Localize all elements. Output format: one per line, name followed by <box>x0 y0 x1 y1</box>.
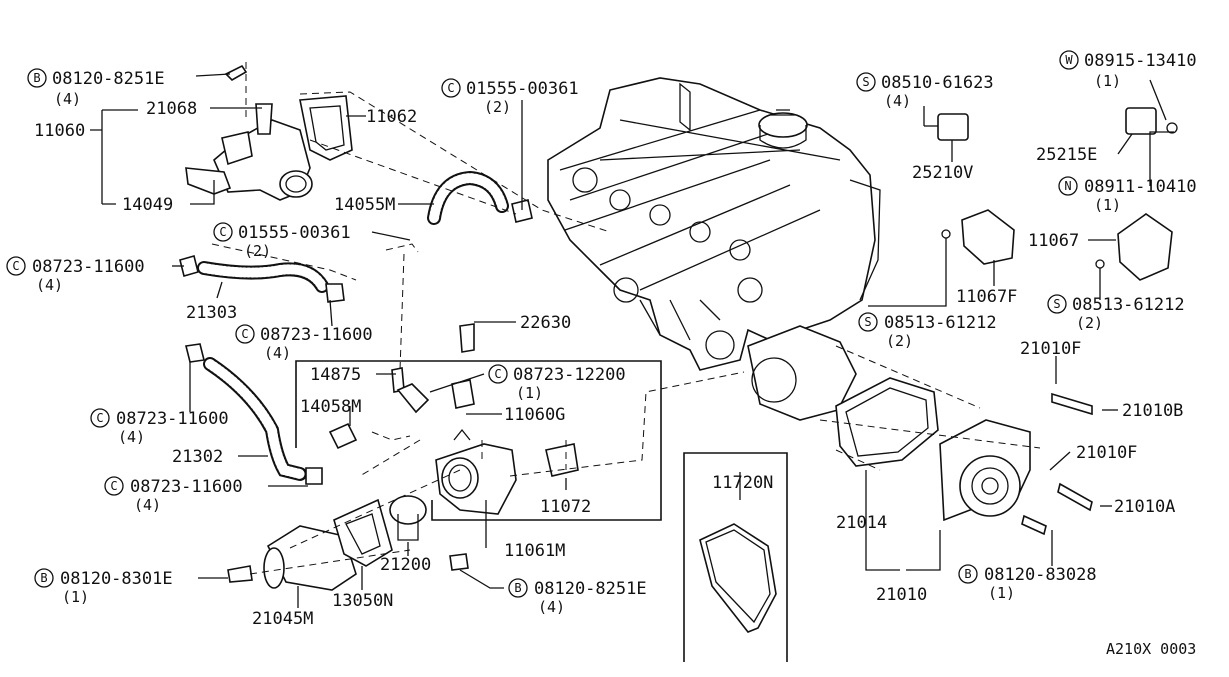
c6-prefix: C <box>447 81 454 95</box>
c29-part: 25210V <box>912 163 973 183</box>
water-pump-drawing <box>747 325 1093 536</box>
c8-part: 01555-00361 <box>238 223 351 243</box>
c11-part: 08723-11600 <box>260 325 373 345</box>
c18-part: 21302 <box>172 447 223 467</box>
c2-part: 21068 <box>146 99 197 119</box>
c14-part: 08723-12200 <box>513 365 626 385</box>
c9-part: 08723-11600 <box>32 257 145 277</box>
c19-part: 08723-11600 <box>130 477 243 497</box>
thermostat-housing-box <box>295 360 662 521</box>
c8-qty: (2) <box>244 242 271 260</box>
c1-part: 08120-8251E <box>52 69 165 89</box>
c16-part: 11060G <box>504 405 565 425</box>
c24-part: 13050N <box>332 591 393 611</box>
hose-21303-drawing <box>179 255 345 303</box>
c41-part: 21014 <box>836 513 887 533</box>
c11-qty: (4) <box>264 344 291 362</box>
c5-part: 14049 <box>122 195 173 215</box>
callout-labels: B 08120-8251E (4) 21068 11060 11062 1404… <box>12 51 1196 658</box>
c28-part: 08510-61623 <box>881 73 994 93</box>
sensor-11067f-drawing <box>941 209 1015 265</box>
c27-part: 11720N <box>712 473 773 493</box>
c4-part: 11062 <box>366 107 417 127</box>
c36-part: 08513-61212 <box>884 313 997 333</box>
sensor-25215e-drawing <box>1125 107 1178 135</box>
c12-part: 22630 <box>520 313 571 333</box>
c23-qty: (1) <box>62 588 89 606</box>
c1-qty: (4) <box>54 90 81 108</box>
c30-part: 08915-13410 <box>1084 51 1197 71</box>
sensor-11067-drawing <box>1095 213 1173 281</box>
c23-part: 08120-8301E <box>60 569 173 589</box>
c34-part: 11067F <box>956 287 1017 307</box>
c32-prefix: N <box>1064 179 1071 193</box>
c6-qty: (2) <box>484 98 511 116</box>
c7-part: 14055M <box>334 195 395 215</box>
c3-part: 11060 <box>34 121 85 141</box>
c43-prefix: B <box>964 567 971 581</box>
c35-part: 08513-61212 <box>1072 295 1185 315</box>
engine-cylinder-head-drawing <box>547 77 881 371</box>
c19-prefix: C <box>110 479 117 493</box>
c42-part: 21010 <box>876 585 927 605</box>
c26-prefix: B <box>514 581 521 595</box>
c17-prefix: C <box>96 411 103 425</box>
c40-part: 21010A <box>1114 497 1175 517</box>
sensor-25210v-drawing <box>924 113 969 141</box>
c25-part: 21045M <box>252 609 313 629</box>
c28-prefix: S <box>862 75 869 89</box>
c17-part: 08723-11600 <box>116 409 229 429</box>
c39-part: 21010F <box>1076 443 1137 463</box>
c6-part: 01555-00361 <box>466 79 579 99</box>
c1-prefix: B <box>33 71 40 85</box>
c9-prefix: C <box>12 259 19 273</box>
c17-qty: (4) <box>118 428 145 446</box>
c23-prefix: B <box>40 571 47 585</box>
c11-prefix: C <box>241 327 248 341</box>
c43-qty: (1) <box>988 584 1015 602</box>
c19-qty: (4) <box>134 496 161 514</box>
c38-part: 21010B <box>1122 401 1183 421</box>
c43-part: 08120-83028 <box>984 565 1097 585</box>
prefix-badges <box>6 50 1079 598</box>
c26-qty: (4) <box>538 598 565 616</box>
c8-prefix: C <box>219 225 226 239</box>
dashed-lines <box>211 62 1041 575</box>
c28-qty: (4) <box>884 92 911 110</box>
c35-prefix: S <box>1053 297 1060 311</box>
belt-box <box>683 452 788 662</box>
c22-part: 21200 <box>380 555 431 575</box>
c30-prefix: W <box>1065 53 1073 67</box>
c21-part: 11061M <box>504 541 565 561</box>
diagram-id: A210X 0003 <box>1106 640 1196 658</box>
thermostat-cover-drawing <box>227 495 469 591</box>
c32-qty: (1) <box>1094 196 1121 214</box>
c14-qty: (1) <box>516 384 543 402</box>
c9-qty: (4) <box>36 276 63 294</box>
c20-part: 11072 <box>540 497 591 517</box>
c15-part: 14058M <box>300 397 361 417</box>
c13-part: 14875 <box>310 365 361 385</box>
c31-part: 25215E <box>1036 145 1097 165</box>
water-outlet-assembly-drawing <box>185 64 353 201</box>
c36-qty: (2) <box>886 332 913 350</box>
hose-14055m-drawing <box>427 170 533 225</box>
c33-part: 11067 <box>1028 231 1079 251</box>
leader-lines <box>90 73 1174 608</box>
c37-part: 21010F <box>1020 339 1081 359</box>
c35-qty: (2) <box>1076 314 1103 332</box>
c30-qty: (1) <box>1094 72 1121 90</box>
c36-prefix: S <box>864 315 871 329</box>
thermostat-housing-drawing <box>328 323 579 515</box>
c26-part: 08120-8251E <box>534 579 647 599</box>
c14-prefix: C <box>494 367 501 381</box>
c32-part: 08911-10410 <box>1084 177 1197 197</box>
hose-21302-drawing <box>185 343 323 485</box>
c10-part: 21303 <box>186 303 237 323</box>
